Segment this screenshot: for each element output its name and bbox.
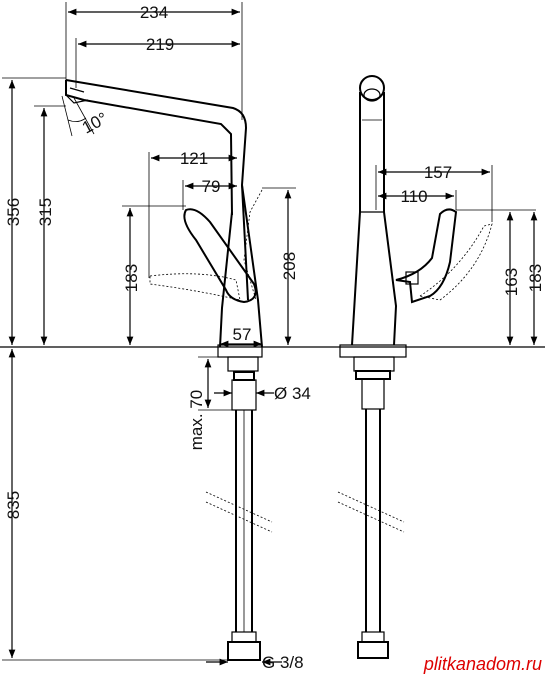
dim-234: 234	[140, 3, 168, 22]
dim-315: 315	[36, 198, 55, 226]
side-lever	[395, 208, 458, 304]
dim-183-front: 183	[122, 264, 141, 292]
dim-356: 356	[4, 198, 23, 226]
dim-57: 57	[233, 325, 252, 344]
dim-110: 110	[400, 187, 427, 206]
dim-208: 208	[280, 252, 299, 280]
dim-157: 157	[424, 163, 452, 182]
side-body	[351, 92, 398, 346]
dim-g38: G 3/8	[262, 653, 304, 672]
dim-121: 121	[180, 149, 208, 168]
front-lever-open	[149, 273, 241, 301]
dim-183-side: 183	[526, 264, 545, 292]
dim-219: 219	[146, 35, 174, 54]
side-lever-open	[418, 223, 493, 301]
front-spout	[65, 79, 249, 301]
front-view	[0, 79, 545, 661]
dim-max-70: max. 70	[187, 390, 206, 450]
front-lever	[183, 208, 257, 304]
dim-10deg: 10°	[79, 109, 111, 138]
watermark: plitkanadom.ru	[423, 654, 542, 674]
dim-79: 79	[202, 177, 221, 196]
dim-diameter-34: Ø 34	[274, 384, 311, 403]
dim-163: 163	[502, 268, 521, 296]
side-view	[337, 75, 493, 659]
dim-835: 835	[4, 491, 23, 519]
front-body	[219, 184, 263, 348]
